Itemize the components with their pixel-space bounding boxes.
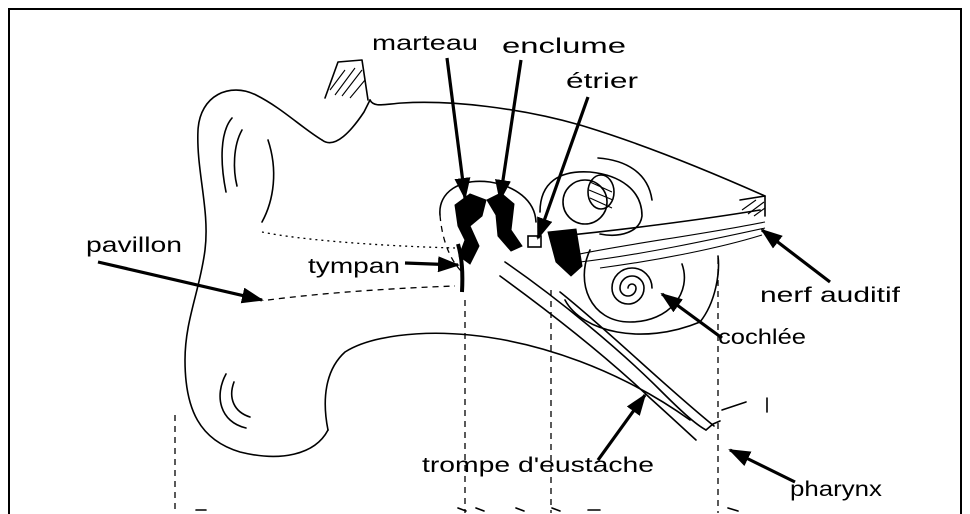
- marteau-arrow: [447, 58, 465, 198]
- nerf-auditif-arrow: [762, 230, 830, 282]
- label-enclume: enclume: [502, 35, 626, 58]
- enclume-arrow: [500, 60, 521, 200]
- trompe-arrow: [598, 395, 645, 460]
- etrier-arrow: [538, 97, 588, 238]
- label-trompe: trompe d'eustache: [422, 454, 654, 477]
- label-pharynx: pharynx: [790, 478, 883, 501]
- diagram-frame: [9, 9, 961, 514]
- ear-canal-lower: [268, 286, 455, 300]
- label-etrier: étrier: [566, 70, 638, 93]
- ear-canal-upper: [262, 232, 455, 248]
- head-upper-outline: [370, 100, 765, 196]
- head-lower-outline: [325, 333, 690, 430]
- auditory-nerve: [560, 210, 765, 268]
- bottom-scale-marks: [196, 508, 738, 511]
- skull-hatch: [325, 60, 368, 100]
- label-cochlee: cochlée: [718, 326, 806, 349]
- cochlea: [565, 250, 718, 334]
- incus: [487, 193, 522, 251]
- label-tympan: tympan: [308, 255, 400, 278]
- malleus: [455, 194, 486, 264]
- semicircular-canals: [540, 158, 652, 235]
- label-marteau: marteau: [372, 32, 478, 55]
- tympan-arrow: [405, 263, 458, 265]
- label-nerf-auditif: nerf auditif: [760, 284, 900, 307]
- pavillon-arrow: [98, 262, 262, 300]
- pharynx-arrow: [730, 450, 795, 482]
- label-pavillon: pavillon: [86, 234, 182, 257]
